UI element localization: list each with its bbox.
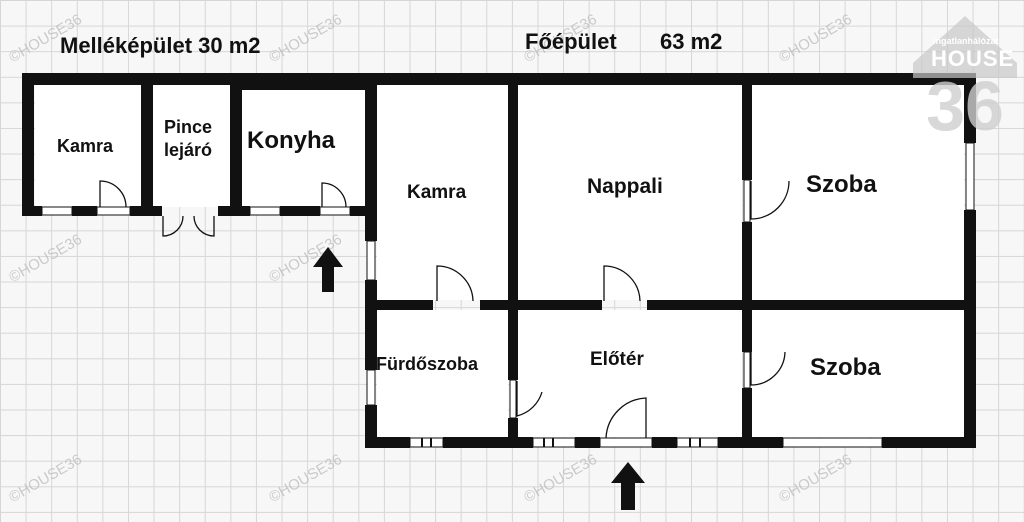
wall <box>22 73 34 216</box>
wall <box>443 437 533 448</box>
wall <box>365 300 433 310</box>
wall <box>742 85 752 180</box>
wall <box>575 437 600 448</box>
room-eloter <box>518 310 742 437</box>
wall <box>242 85 365 90</box>
wall <box>882 437 976 448</box>
wall <box>742 388 752 448</box>
room-kamra-small <box>35 85 141 207</box>
wall <box>508 418 518 448</box>
wall <box>365 437 410 448</box>
label-pince-line2: lejáró <box>164 140 213 160</box>
house-logo-icon: 36 <box>913 16 1017 133</box>
wall <box>22 206 42 216</box>
wall <box>652 437 677 448</box>
entrance-arrow-icon <box>313 247 343 292</box>
room-kamra-large <box>377 85 508 300</box>
annex-heading: Melléképület 30 m2 <box>60 33 261 58</box>
house36-logo: 36 Ingatlanhálózat HOUSE <box>905 8 1020 133</box>
wall <box>508 300 518 380</box>
wall <box>964 73 976 143</box>
wall <box>365 73 377 241</box>
wall <box>280 206 320 216</box>
label-kamra-large: Kamra <box>407 182 467 203</box>
label-nappali: Nappali <box>587 175 663 198</box>
main-building-area: 63 m2 <box>660 29 723 54</box>
wall <box>22 73 975 85</box>
entrance-arrow-icon <box>611 462 645 510</box>
room-furdoszoba <box>377 310 508 437</box>
wall <box>508 85 518 300</box>
logo-brand: HOUSE <box>931 46 1015 71</box>
room-nappali <box>518 85 742 300</box>
room-pince <box>153 85 230 207</box>
main-building-heading: Főépület <box>525 29 617 54</box>
wall <box>742 222 752 352</box>
room-szoba-bottom <box>752 310 964 437</box>
label-pince-line1: Pince <box>164 117 213 137</box>
wall <box>647 300 976 310</box>
logo-tagline: Ingatlanhálózat <box>933 36 999 46</box>
label-konyha: Konyha <box>247 127 336 154</box>
wall <box>350 206 377 216</box>
label-szoba-bottom: Szoba <box>810 354 881 381</box>
wall <box>480 300 602 310</box>
wall <box>72 206 97 216</box>
room-konyha <box>242 90 365 207</box>
wall <box>141 73 153 216</box>
label-eloter: Előtér <box>590 349 644 370</box>
wall <box>230 73 242 216</box>
wall <box>964 210 976 448</box>
label-furdoszoba: Fürdőszoba <box>376 354 478 374</box>
label-szoba-top: Szoba <box>806 171 877 198</box>
label-kamra-small: Kamra <box>57 136 114 156</box>
logo-number: 36 <box>926 67 1004 133</box>
